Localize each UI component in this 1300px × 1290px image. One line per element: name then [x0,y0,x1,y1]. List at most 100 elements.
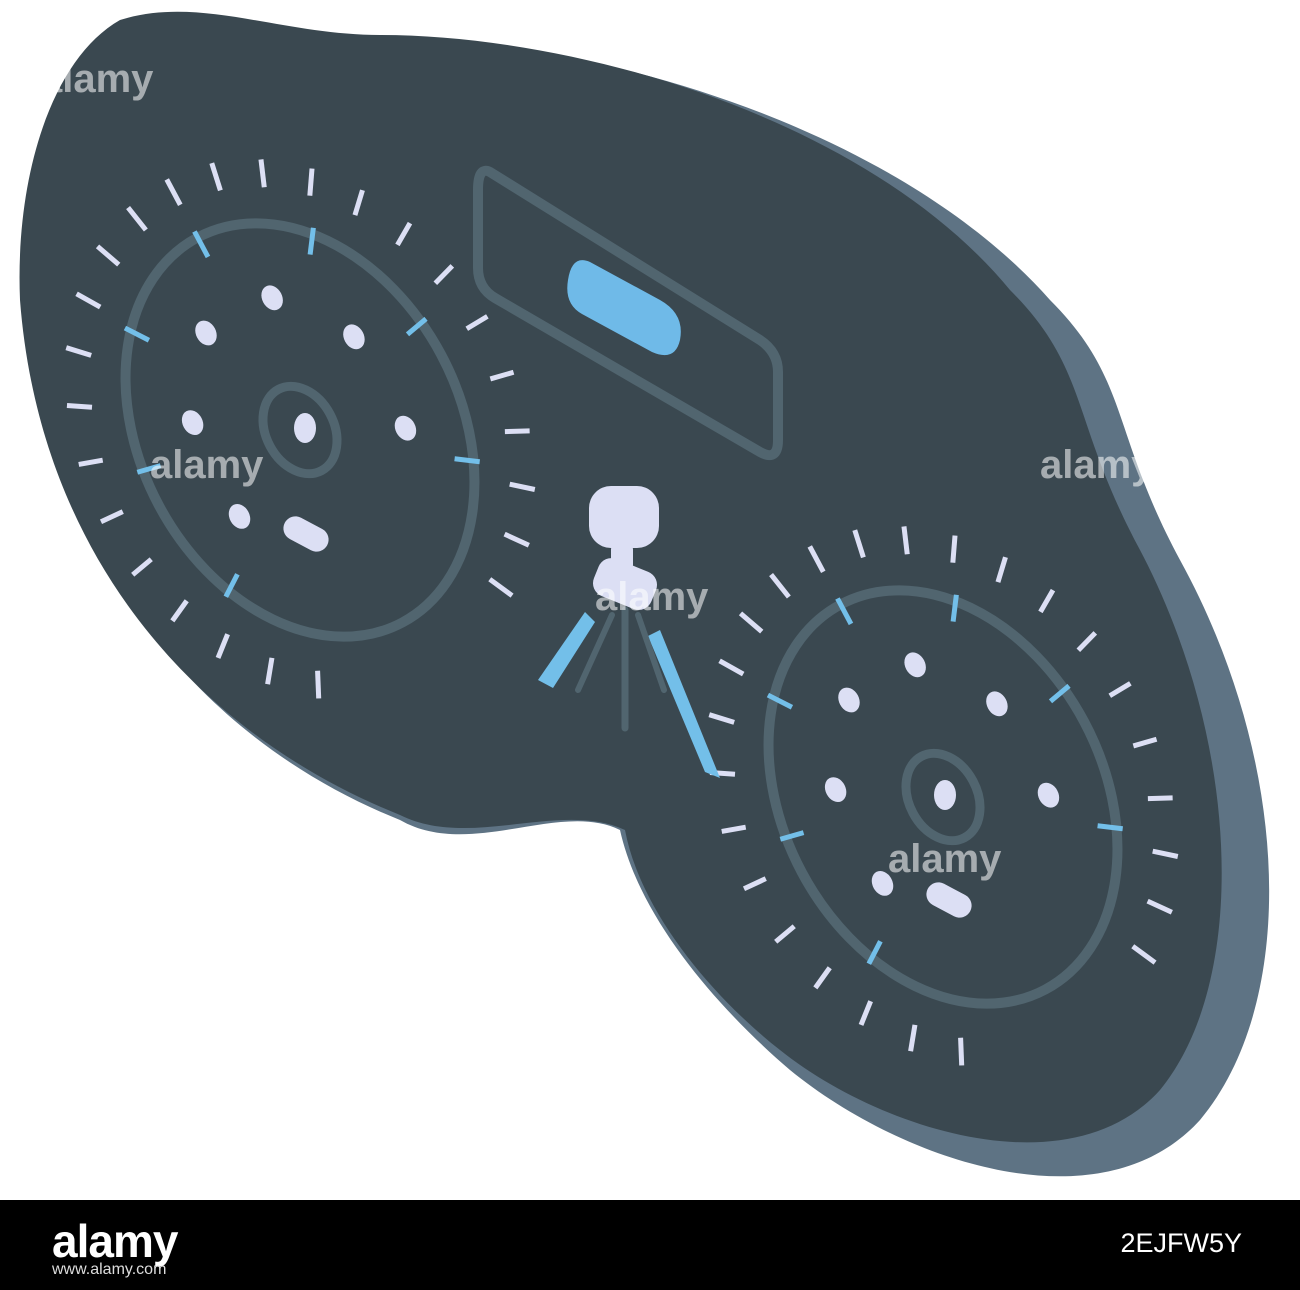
gauge-dot [871,870,894,896]
gauge-tick [504,428,530,435]
gauge-hub [901,748,985,846]
gauge-tick [123,325,151,343]
gauge-indicator [926,882,972,918]
gauge-tick [1132,736,1158,749]
gauge-tick [779,830,805,842]
tripod-leg [575,612,615,693]
gauge-tick [352,189,365,216]
gauge-tick [908,1024,918,1052]
gauge-tick [742,876,767,892]
stock-footer: alamy www.alamy.com 2EJFW5Y [0,1200,1300,1290]
gauge-tick [1076,631,1098,653]
gauge-tick [1097,823,1123,832]
gauge-dots [181,285,417,529]
gauge-tick [164,178,183,207]
gauge-tick [315,670,322,699]
tripod-camera-icon [538,486,720,778]
watermark-text: alamy [150,443,264,487]
gauge-tick [503,531,530,548]
gauge-dot [261,285,283,311]
tripod-left-beam [538,612,595,688]
watermark-text: alamy [40,57,154,101]
gauge-tick [958,1037,965,1066]
gauge-tick [65,345,92,358]
image-id: 2EJFW5Y [1120,1228,1242,1258]
tachometer-icon [708,526,1179,1066]
dashboard-panel-icon: alamy alamy alamy alamy alamy [19,11,1270,1177]
tripod-leg [635,612,667,693]
gauge-tick [721,824,747,834]
gauge-ticks [65,159,536,699]
gauge-tick [131,557,153,577]
gauge-dot [1037,782,1060,808]
site-url: www.alamy.com [52,1261,167,1278]
gauge-tick [170,599,189,623]
gauge-dot [343,324,365,350]
gauge-dot [394,415,417,441]
gauge-tick [307,227,316,255]
gauge-dot [228,503,251,529]
watermark-text: alamy [595,575,709,619]
gauge-tick [852,529,866,559]
gauge-tick [192,230,211,259]
gauge-dot [181,410,204,436]
gauge-tick [215,633,230,659]
gauge-tick [1108,681,1132,698]
gauge-tick [99,509,124,525]
tripod-right-beam [648,630,720,778]
gauge-indicator [283,516,329,552]
gauge-tick [738,611,764,634]
gauge-tick [78,457,104,467]
gauge-tick [1146,898,1173,915]
gauge-tick [774,924,796,944]
gauge-center-dot [294,413,316,443]
gauge-tick [265,657,275,685]
gauge-inner-ticks [766,594,1123,965]
gauge-tick [1147,795,1173,802]
gauge-tick [718,658,745,677]
gauge-tick [1048,683,1071,704]
gauge-tick [95,244,121,267]
gauge-tick [405,316,428,337]
gauge-tick [465,314,489,331]
gauge-tick [454,456,480,465]
gauge-tick [126,206,148,232]
gauge-tick [1152,848,1179,859]
watermark-text: alamy [888,837,1002,881]
gauge-tick [258,159,267,188]
gauge-tick [488,577,514,598]
gauge-tick [835,597,854,626]
gauge-tick [866,940,883,965]
gauge-tick [708,712,735,725]
gauge-tick [1131,944,1157,965]
camera-body [589,486,659,548]
gauge-tick [395,221,413,247]
gauge-tick [209,162,223,192]
gauge-tick [75,291,102,310]
gauge-dot [904,652,926,678]
gauge-tick [489,369,515,382]
gauge-tick [136,463,162,475]
gauge-tick [995,556,1008,583]
gauge-dot [195,320,217,346]
watermark-layer: alamy alamy alamy alamy alamy [40,57,1154,881]
gauge-tick [433,264,455,286]
gauge-tick [223,573,240,598]
gauge-tick [1038,588,1056,614]
gauge-tick [509,481,536,492]
gauge-dot [986,691,1008,717]
gauge-tick [950,594,959,622]
gauge-tick [766,692,794,710]
display-screen-icon [473,165,783,460]
gauge-tick [901,526,910,555]
camera-mount [592,558,658,610]
gauge-dot [838,687,860,713]
gauge-center-dot [934,780,956,810]
gauge-ticks [708,526,1179,1066]
watermark-text: alamy [1040,443,1154,487]
gauge-tick [950,535,958,563]
screen-light [567,260,681,356]
gauge-inner-ticks [123,227,480,598]
gauge-hub [258,381,342,479]
gauge-tick [769,573,791,599]
